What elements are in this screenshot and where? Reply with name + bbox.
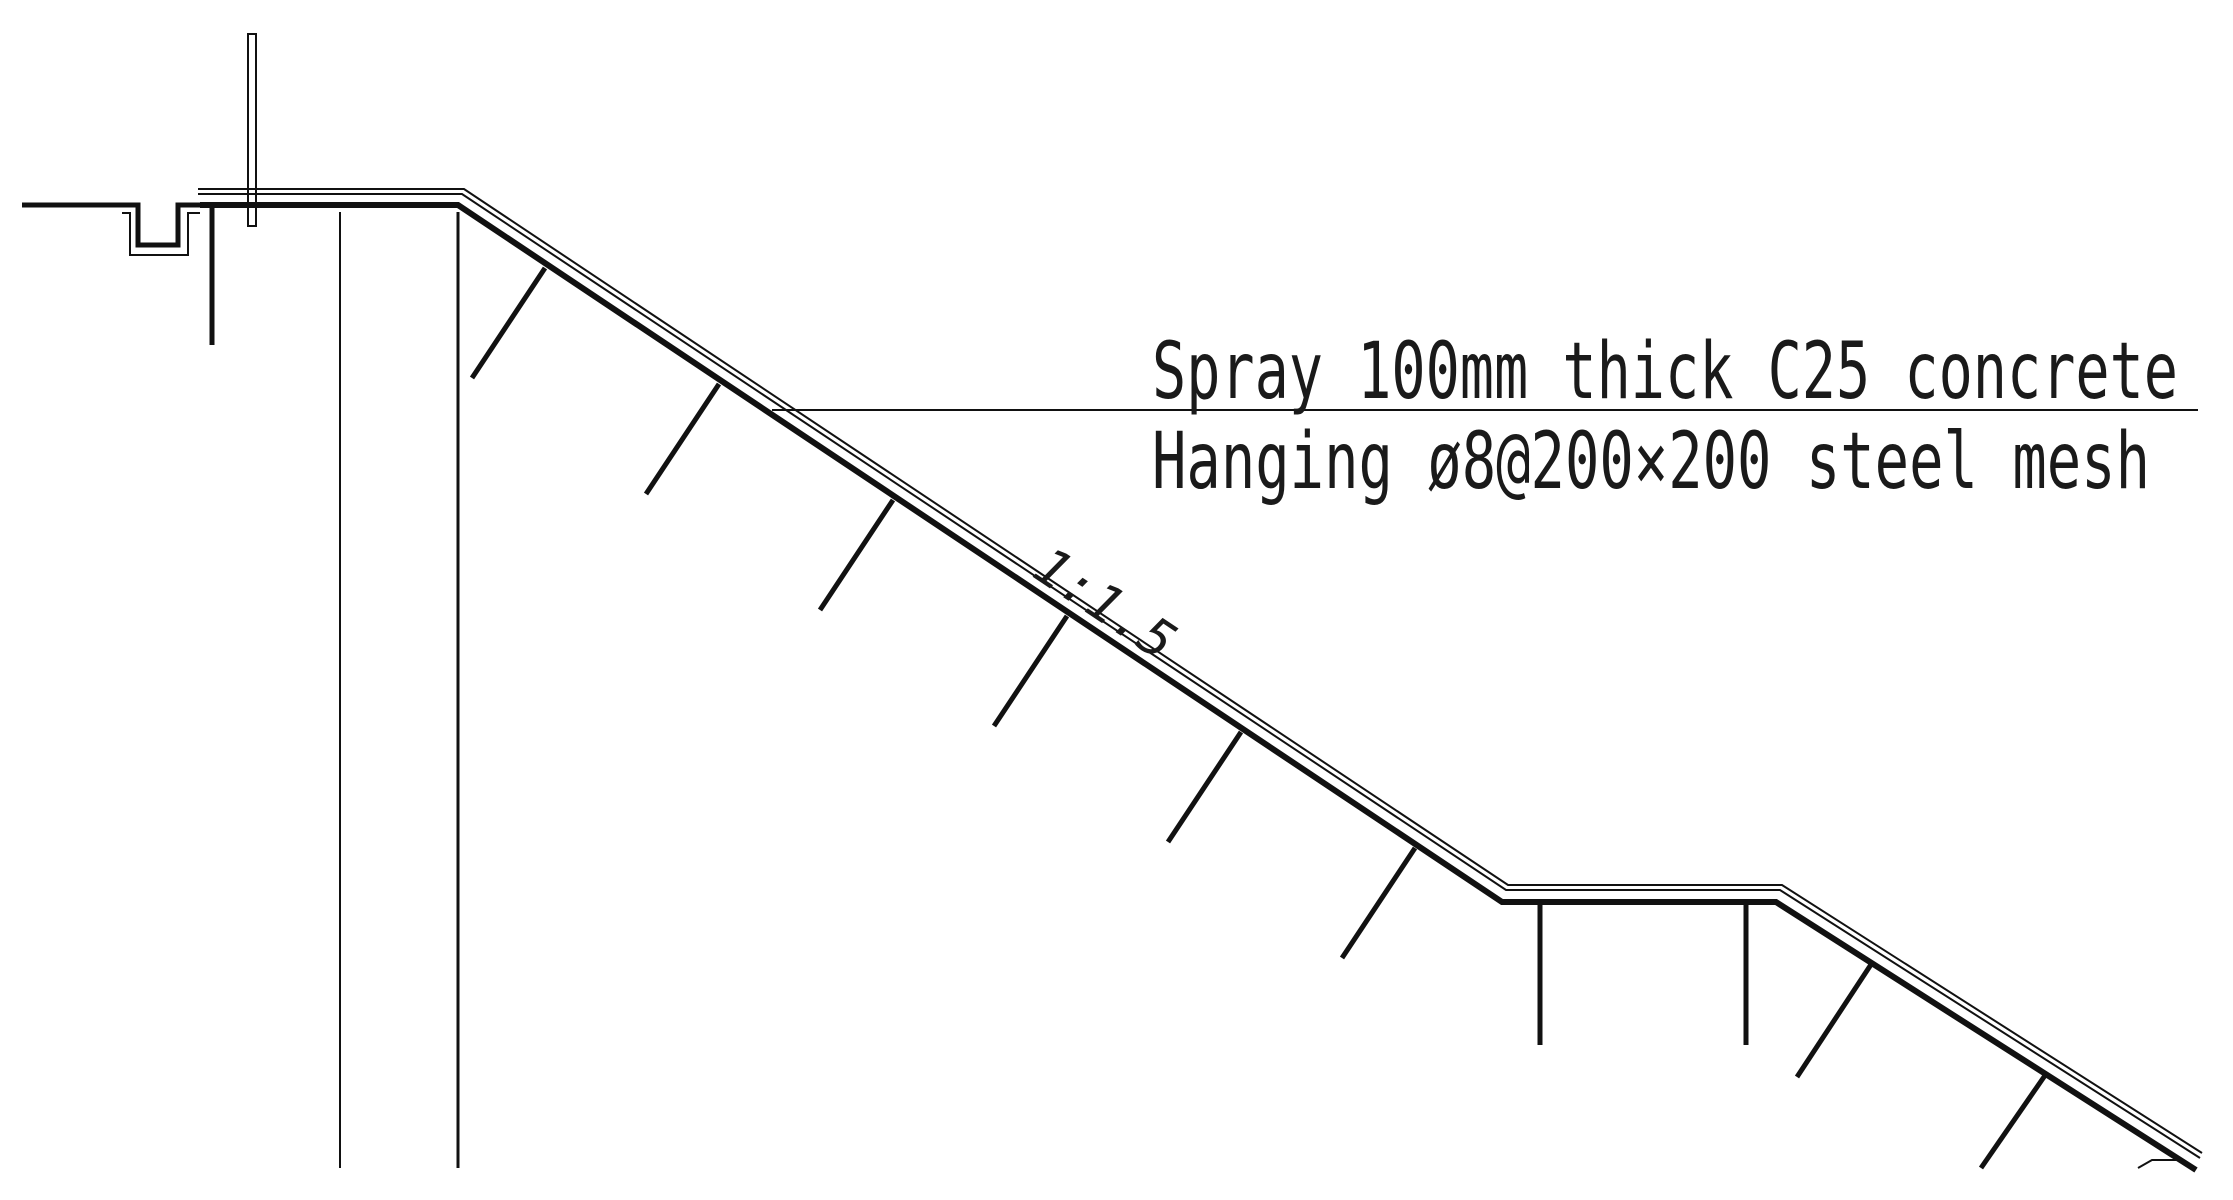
anchor-bar xyxy=(1339,846,1418,960)
anchor-bar xyxy=(643,382,722,496)
slope-ground-profile xyxy=(200,202,2198,1173)
drainage-ditch xyxy=(122,202,200,256)
slope-ratio-label: 1:1.5 xyxy=(1023,536,1187,673)
anchor-bars xyxy=(469,266,2049,1170)
guard-post xyxy=(247,33,257,227)
anchor-bar xyxy=(1794,961,1875,1079)
callout-text-line1: Spray 100mm thick C25 concrete xyxy=(1152,327,2178,417)
bottom-right-mark xyxy=(2137,1159,2180,1169)
anchor-bar xyxy=(1978,1072,2049,1170)
anchor-bar xyxy=(1165,730,1244,844)
anchor-bar xyxy=(991,614,1070,728)
sprayed-concrete-layer xyxy=(198,188,2203,1159)
berm-anchors xyxy=(1537,902,1749,1045)
callout-text-line2: Hanging ø8@200×200 steel mesh xyxy=(1152,417,2150,507)
anchor-bar xyxy=(817,498,896,612)
anchor-bar xyxy=(469,266,548,380)
